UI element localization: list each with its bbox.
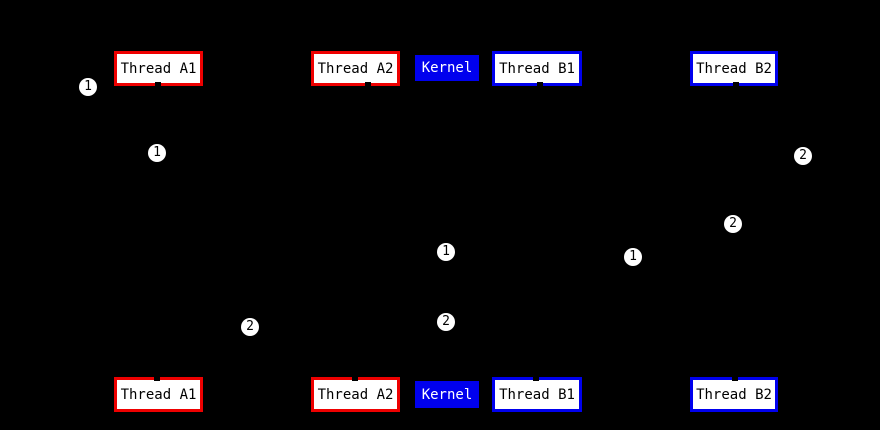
participant-label: Thread B2	[696, 60, 772, 77]
participant-box-thread-a1-top: Thread A1	[114, 51, 203, 86]
lifeline-notch	[365, 82, 371, 86]
participant-label: Thread A2	[317, 60, 394, 77]
participant-label: Thread B1	[499, 60, 575, 77]
participant-box-kernel-bottom: Kernel	[415, 381, 479, 408]
step-badge: 2	[794, 147, 812, 165]
participant-box-thread-a2-top: Thread A2	[311, 51, 400, 86]
participant-label: Thread A1	[120, 60, 197, 77]
participant-label: Kernel	[421, 386, 473, 403]
participant-label: Thread B1	[499, 386, 575, 403]
participant-label: Thread A2	[317, 386, 394, 403]
lifeline-notch	[537, 82, 543, 86]
participant-label: Thread B2	[696, 386, 772, 403]
participant-box-thread-b1-top: Thread B1	[492, 51, 582, 86]
lifeline-notch	[155, 82, 161, 86]
participant-box-thread-b1-bottom: Thread B1	[492, 377, 582, 412]
participant-box-thread-b2-top: Thread B2	[690, 51, 778, 86]
participant-box-thread-a2-bottom: Thread A2	[311, 377, 400, 412]
step-badge: 1	[148, 144, 166, 162]
step-badge: 1	[624, 248, 642, 266]
step-badge: 2	[437, 313, 455, 331]
lifeline-notch	[154, 377, 160, 381]
participant-box-thread-a1-bottom: Thread A1	[114, 377, 203, 412]
lifeline-notch	[352, 377, 358, 381]
participant-label: Kernel	[421, 60, 473, 76]
step-badge: 2	[724, 215, 742, 233]
step-badge: 1	[437, 243, 455, 261]
step-badge: 2	[241, 318, 259, 336]
step-badge: 1	[79, 78, 97, 96]
participant-box-thread-b2-bottom: Thread B2	[690, 377, 778, 412]
lifeline-notch	[533, 377, 539, 381]
participant-label: Thread A1	[120, 386, 197, 403]
participant-box-kernel-top: Kernel	[415, 55, 479, 81]
lifeline-notch	[732, 377, 738, 381]
lifeline-notch	[733, 82, 739, 86]
